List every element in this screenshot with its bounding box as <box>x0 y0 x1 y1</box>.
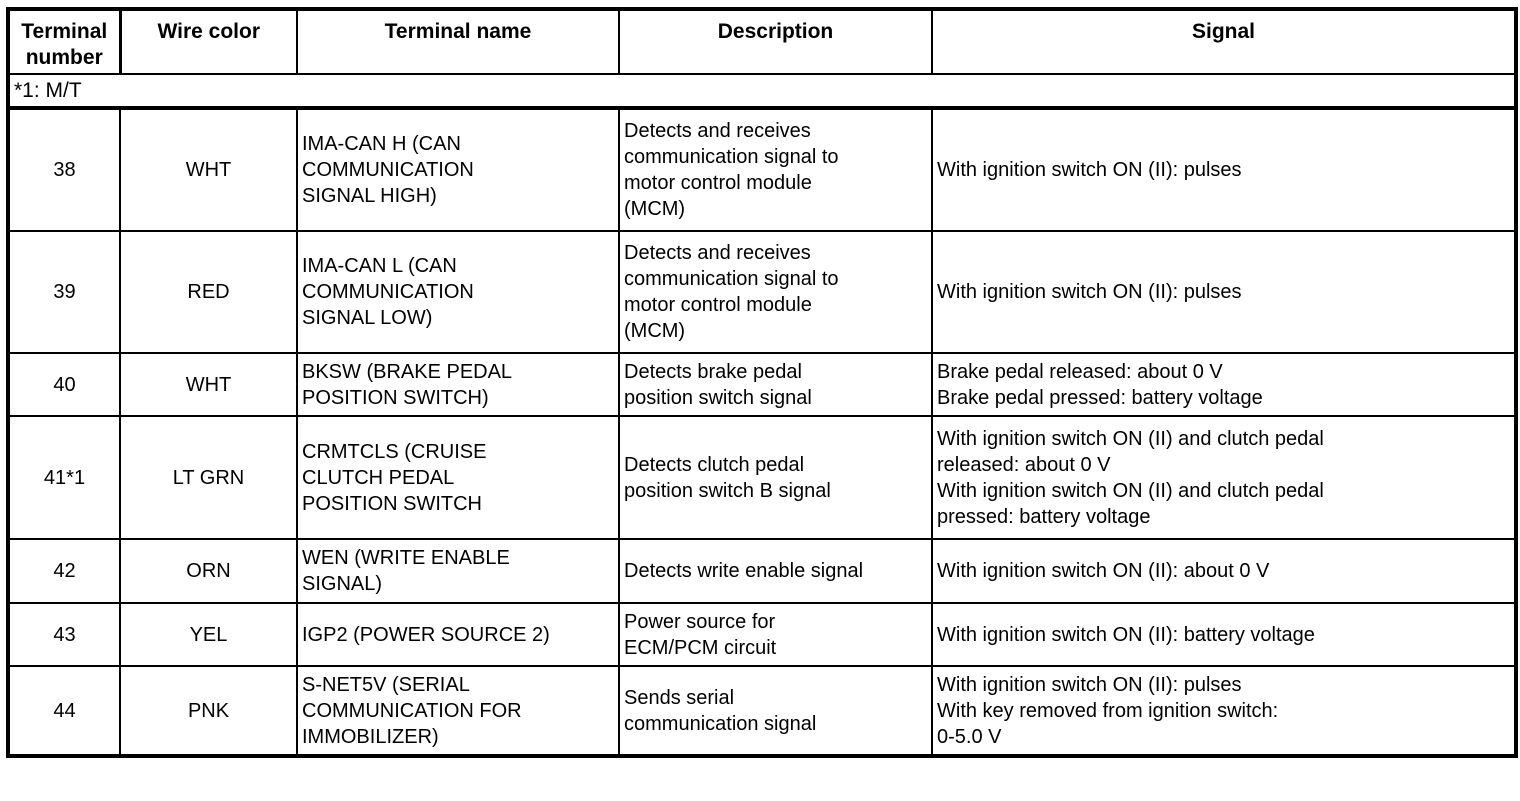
cell-terminal-number: 39 <box>7 230 121 354</box>
cell-signal: With ignition switch ON (II): about 0 V <box>931 538 1517 604</box>
cell-description: Detects write enable signal <box>618 538 933 604</box>
table-row: 44 PNK S-NET5V (SERIAL COMMUNICATION FOR… <box>7 665 1517 757</box>
cell-terminal-number: 43 <box>7 602 121 667</box>
cell-description: Detects brake pedal position switch sign… <box>618 352 933 417</box>
cell-signal: With ignition switch ON (II): pulses <box>931 230 1517 354</box>
header-row: Terminal number Wire color Terminal name… <box>7 8 1517 75</box>
cell-terminal-name: CRMTCLS (CRUISE CLUTCH PEDAL POSITION SW… <box>296 415 620 540</box>
table-row: 43 YEL IGP2 (POWER SOURCE 2) Power sourc… <box>7 602 1517 667</box>
note-text: *1: M/T <box>7 73 1517 110</box>
column-header-terminal-name: Terminal name <box>296 8 620 75</box>
cell-terminal-name: IMA-CAN L (CAN COMMUNICATION SIGNAL LOW) <box>296 230 620 354</box>
cell-terminal-name: IGP2 (POWER SOURCE 2) <box>296 602 620 667</box>
cell-terminal-number: 40 <box>7 352 121 417</box>
cell-wire-color: ORN <box>119 538 298 604</box>
table-row: 39 RED IMA-CAN L (CAN COMMUNICATION SIGN… <box>7 230 1517 354</box>
column-header-description: Description <box>618 8 933 75</box>
cell-signal: With ignition switch ON (II): battery vo… <box>931 602 1517 667</box>
cell-terminal-number: 38 <box>7 107 121 232</box>
cell-description: Power source for ECM/PCM circuit <box>618 602 933 667</box>
cell-terminal-name: S-NET5V (SERIAL COMMUNICATION FOR IMMOBI… <box>296 665 620 757</box>
table-row: 38 WHT IMA-CAN H (CAN COMMUNICATION SIGN… <box>7 107 1517 232</box>
cell-terminal-number: 44 <box>7 665 121 757</box>
note-row: *1: M/T <box>7 73 1517 110</box>
table-row: 41*1 LT GRN CRMTCLS (CRUISE CLUTCH PEDAL… <box>7 415 1517 540</box>
cell-signal: With ignition switch ON (II): pulses <box>931 107 1517 232</box>
cell-description: Detects and receives communication signa… <box>618 107 933 232</box>
cell-signal: Brake pedal released: about 0 V Brake pe… <box>931 352 1517 417</box>
terminal-pinout-table: Terminal number Wire color Terminal name… <box>6 7 1518 758</box>
cell-description: Detects clutch pedal position switch B s… <box>618 415 933 540</box>
table-row: 42 ORN WEN (WRITE ENABLE SIGNAL) Detects… <box>7 538 1517 604</box>
cell-wire-color: RED <box>119 230 298 354</box>
cell-terminal-number: 42 <box>7 538 121 604</box>
column-header-terminal-number: Terminal number <box>7 8 122 75</box>
cell-signal: With ignition switch ON (II): pulses Wit… <box>931 665 1517 757</box>
cell-signal: With ignition switch ON (II) and clutch … <box>931 415 1517 540</box>
table-row: 40 WHT BKSW (BRAKE PEDAL POSITION SWITCH… <box>7 352 1517 417</box>
cell-terminal-name: IMA-CAN H (CAN COMMUNICATION SIGNAL HIGH… <box>296 107 620 232</box>
cell-wire-color: PNK <box>119 665 298 757</box>
column-header-wire-color: Wire color <box>119 8 298 75</box>
column-header-signal: Signal <box>931 8 1517 75</box>
cell-wire-color: LT GRN <box>119 415 298 540</box>
cell-description: Detects and receives communication signa… <box>618 230 933 354</box>
cell-terminal-name: WEN (WRITE ENABLE SIGNAL) <box>296 538 620 604</box>
cell-wire-color: WHT <box>119 107 298 232</box>
cell-terminal-name: BKSW (BRAKE PEDAL POSITION SWITCH) <box>296 352 620 417</box>
cell-wire-color: WHT <box>119 352 298 417</box>
cell-wire-color: YEL <box>119 602 298 667</box>
cell-description: Sends serial communication signal <box>618 665 933 757</box>
cell-terminal-number: 41*1 <box>7 415 121 540</box>
